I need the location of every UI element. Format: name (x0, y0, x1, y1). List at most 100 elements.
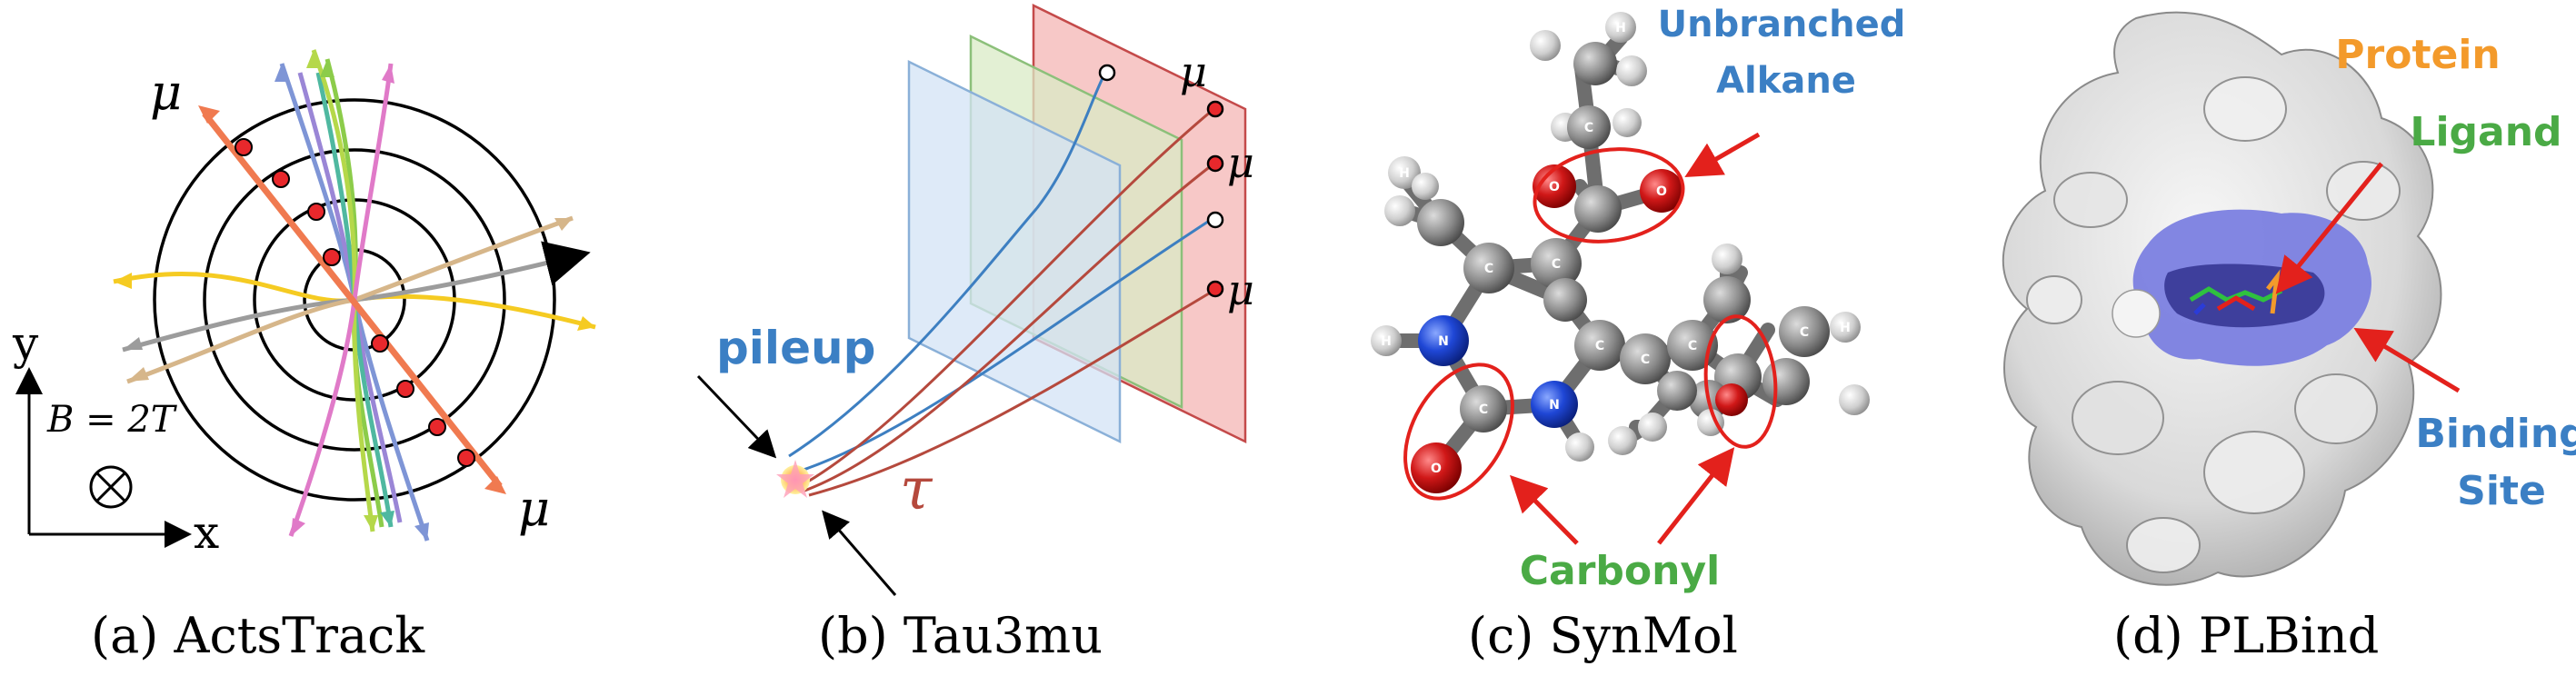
atom-label-c: C (1479, 403, 1488, 417)
muon-track (198, 105, 506, 494)
caption-d: (d) PLBind (2113, 607, 2379, 664)
caption-c: (c) SynMol (1468, 607, 1738, 664)
atom-label-c: C (1641, 353, 1650, 367)
carbonyl-highlight-left (1403, 363, 1514, 501)
muon-label-3: μ (1227, 265, 1254, 314)
atom-carbon (1620, 333, 1671, 384)
atom-oxygen (1715, 383, 1748, 416)
atom-label-n: N (1438, 334, 1449, 349)
unbranched-alkane-label-line1: Unbranched (1658, 4, 1906, 45)
carbonyl-highlight-top (1533, 147, 1685, 244)
carbonyl-highlight-right (1703, 314, 1778, 449)
atom-hydrogen (1530, 30, 1561, 61)
tau-label: τ (900, 456, 934, 523)
arrow-to-carbonyl-left (1509, 474, 1579, 545)
atom-hydrogen (1605, 12, 1636, 43)
atom-label-h: H (1615, 21, 1626, 35)
atom-label-o: O (1431, 462, 1442, 476)
atom-carbon (1463, 243, 1514, 293)
arrow-to-carbonyl-right (1657, 447, 1735, 545)
atom-label-c: C (1688, 339, 1697, 353)
atom-hydrogen (1830, 312, 1861, 343)
panel-synmol: H C O O N N O C C C C C C C H H H Unbran… (1371, 4, 1905, 664)
arrow-to-binding-site (2353, 327, 2461, 393)
caption-b: (b) Tau3mu (818, 607, 1103, 664)
atom-hydrogen (1371, 325, 1402, 356)
atom-carbon (1657, 371, 1697, 411)
atom-label-c: C (1595, 339, 1604, 353)
binding-site-label-line1: Binding (2415, 411, 2576, 457)
protein-label: Protein (2335, 32, 2500, 78)
atom-carbon (1417, 199, 1464, 246)
atom-hydrogen (1638, 413, 1667, 442)
hit-point-open (1206, 211, 1224, 229)
atom-label-o: O (1549, 180, 1560, 194)
hit-point (272, 170, 290, 188)
carbonyl-label: Carbonyl (1520, 548, 1721, 594)
tau-tracks (799, 109, 1214, 497)
axes: y x (12, 317, 219, 559)
hit-point-red (1206, 280, 1224, 298)
atom-carbon (1779, 306, 1830, 357)
hit-point (307, 203, 325, 221)
atom-carbon (1703, 276, 1751, 323)
collision-point (776, 460, 814, 498)
atom-hydrogen (1565, 432, 1594, 462)
field-into-page-icon (89, 465, 133, 509)
atom-hydrogen (1612, 108, 1642, 137)
hit-point (371, 334, 389, 353)
caption-a: (a) ActsTrack (91, 607, 425, 664)
atom-carbon (1574, 185, 1622, 233)
pointer-arrow-lower (822, 510, 897, 596)
panel-plbind: Protein Ligand Binding Site (d) PLBind (2002, 11, 2576, 664)
atom-carbon (1460, 385, 1507, 432)
atom-label-c: C (1552, 257, 1561, 272)
atom-carbon (1573, 42, 1617, 85)
axis-x-label: x (194, 506, 219, 559)
muon-label-2: μ (1227, 138, 1254, 187)
muon-label-bottom: μ (518, 480, 550, 537)
atom-label-h: H (1399, 166, 1410, 181)
field-label: B = 2T (46, 399, 178, 441)
arrow-to-ligand (2275, 162, 2383, 294)
atom-nitrogen (1418, 315, 1469, 366)
atom-carbon (1567, 105, 1611, 149)
hit-point (235, 138, 253, 156)
atom-label-h: H (1381, 334, 1392, 349)
ligand-label: Ligand (2410, 109, 2561, 155)
atom-carbon (1762, 358, 1810, 405)
muon-label-top: μ (150, 64, 182, 121)
atom-oxygen (1640, 169, 1683, 213)
atom-label-h: H (1840, 321, 1851, 335)
muon-label-1: μ (1180, 47, 1207, 96)
atom-label-n: N (1549, 398, 1560, 413)
atom-label-c: C (1484, 262, 1493, 276)
atom-label-c: C (1800, 325, 1809, 340)
atom-hydrogen (1616, 55, 1647, 86)
atom-nitrogen (1531, 381, 1578, 428)
atom-hydrogen (1412, 173, 1439, 200)
atom-hydrogen (1839, 384, 1870, 415)
pileup-tracks (788, 74, 1214, 474)
panel-actstrack: μ μ y x B = 2T (a) ActsTrack (12, 49, 596, 664)
unbranched-alkane-label-line2: Alkane (1716, 60, 1856, 102)
atom-hydrogen (1384, 195, 1415, 226)
atom-carbon (1574, 320, 1625, 371)
binding-site-label-line2: Site (2457, 468, 2546, 514)
atom-oxygen (1533, 164, 1576, 208)
axis-y-label: y (12, 317, 39, 370)
hit-point (457, 449, 475, 467)
background-tracks (113, 49, 596, 542)
hit-point (428, 418, 446, 436)
arrow-to-alkane (1684, 132, 1761, 177)
pointer-arrow-upper (696, 374, 777, 459)
detector-layer-4 (153, 98, 556, 502)
atom-oxygen (1411, 442, 1462, 493)
detector-layer-3 (203, 148, 506, 452)
background-track-arrowheads (114, 50, 595, 541)
pileup-label: pileup (716, 322, 875, 374)
atom-label-c: C (1584, 121, 1593, 135)
atom-hydrogen (1388, 156, 1421, 189)
panel-tau3mu: μ μ μ pileup τ (b) Tau3mu (696, 3, 1254, 664)
